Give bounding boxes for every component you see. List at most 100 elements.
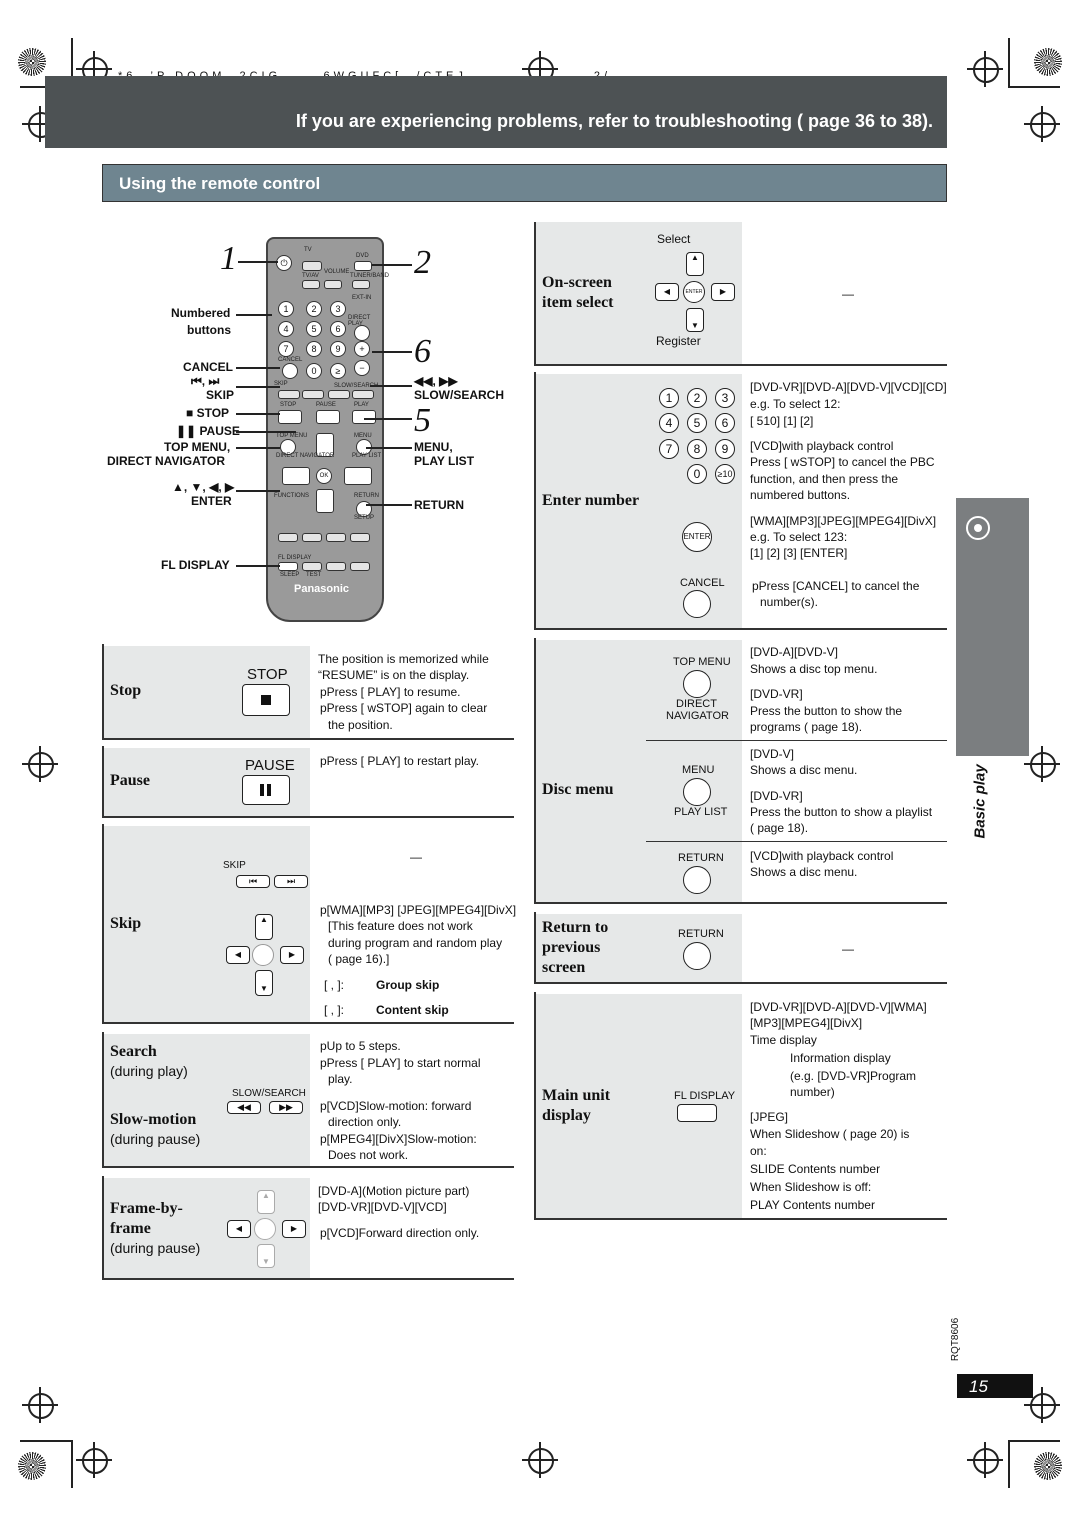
disc-b-3: Press the button to show a playlist [750,805,933,819]
frame-down-arrow: ▼ [257,1244,275,1268]
frame-right-arrow: ▶ [282,1220,306,1238]
enter-text-6: numbered buttons. [750,488,851,502]
digit-5-button: 5 [687,413,707,433]
label-cancel: CANCEL [183,360,233,374]
crop-mark [1008,38,1010,86]
main-text-7: When Slideshow ( page 20) is [750,1127,910,1141]
search-text-3: p[VCD]Slow-motion: forward [320,1099,472,1113]
frame-text-2: p[VCD]Forward direction only. [320,1226,480,1240]
registration-mark [1024,746,1060,782]
onscreen-label-a: On-screen [542,274,612,291]
label-direct-navigator: DIRECT NAVIGATOR [107,454,226,468]
section-title: Using the remote control [119,174,321,193]
cancel-button [683,590,711,618]
crop-mark [1008,86,1060,88]
callout-5: 5 [414,402,431,439]
main-text-11: PLAY Contents number [750,1198,875,1212]
skip-group: Group skip [376,978,440,992]
frame-up-arrow: ▲ [257,1190,275,1214]
label-stop: ■ STOP [186,406,230,420]
return-dash: — [842,942,854,956]
slow-rev-button: ◀◀ [227,1101,261,1114]
pause-label: Pause [110,772,150,789]
main-text-3: Information display [790,1051,891,1065]
enter-text-5: function, and then press the [750,472,899,486]
skip-content: Content skip [376,1003,449,1017]
crop-mark [71,1440,73,1488]
digit-9-button: 9 [715,439,735,459]
frame-label-a: Frame-by- [110,1200,183,1217]
menu-caption: MENU [682,764,715,776]
main-text-6: [JPEG] [750,1110,789,1124]
main-text-0: [DVD-VR][DVD-A][DVD-V][WMA] [750,1000,927,1014]
crop-mark [71,38,73,86]
disc-b-4: ( page 18). [750,821,809,835]
callout-6: 6 [414,333,431,370]
enter-text-4: Press [ wSTOP] to cancel the PBC [750,455,935,469]
main-display-label-b: display [542,1107,591,1124]
main-display-label-a: Main unit [542,1087,611,1104]
callout-2: 2 [414,244,431,281]
remote-brand: Panasonic [294,583,350,595]
digit-2-button: 2 [687,388,707,408]
digit-10-button: ≥10 [715,464,735,484]
digit-6-button: 6 [715,413,735,433]
label-play-list: PLAY LIST [414,454,475,468]
main-text-10: When Slideshow is off: [750,1180,872,1194]
pause-button-caption: PAUSE [245,757,295,774]
top-menu-caption: TOP MENU [673,656,731,668]
label-buttons: buttons [187,323,231,337]
disc-menu-label: Disc menu [542,781,614,798]
digit-7-button: 7 [659,439,679,459]
frame-text-0: [DVD-A](Motion picture part) [318,1184,470,1198]
onscreen-label-b: item select [542,294,614,311]
crop-mark [20,1440,72,1442]
search-sub: (during play) [110,1063,188,1079]
search-panel [104,1034,310,1166]
cancel-caption: CANCEL [680,577,725,589]
stop-text-2: pPress [ PLAY] to resume. [320,685,461,699]
frame-left-arrow: ◀ [227,1220,251,1238]
slow-search-caption: SLOW/SEARCH [232,1088,306,1099]
skip-label: Skip [110,915,142,932]
enter-text-8: e.g. To select 123: [750,530,848,544]
enter-text-0: [DVD-VR][DVD-A][DVD-V][VCD][CD] [750,380,947,394]
main-text-4: (e.g. [DVD-VR]Program [790,1069,917,1083]
label-return: RETURN [414,498,464,512]
playlist-caption: PLAY LIST [674,806,728,818]
registration-starburst [1034,1452,1062,1480]
enter-number-panel [536,374,742,628]
skip-right-arrow: ▶ [280,946,304,964]
label-pause: ❚❚ PAUSE [176,424,240,438]
stop-button-caption: STOP [247,666,288,683]
return-label-c: screen [542,959,586,976]
registration-starburst [18,48,46,76]
fl-display-caption: FL DISPLAY [674,1090,736,1102]
enter-text-2: [ 510] [1] [2] [750,414,814,428]
return-button [683,942,711,970]
disc-c-1: Shows a disc menu. [750,865,858,879]
registration-mark [1024,106,1060,142]
skip-down-arrow: ▼ [255,970,273,996]
label-numbered: Numbered [171,306,231,320]
onscreen-register: Register [656,334,701,348]
page-number-box: 15 [957,1374,1033,1398]
frame-enter [254,1218,276,1240]
search-text-5: p[MPEG4][DivX]Slow-motion: [320,1132,477,1146]
onscreen-dash: — [842,287,854,301]
skip-group-prefix: [ , ]: [324,978,345,992]
side-tab-label: Basic play [971,764,989,839]
disc-a-0: [DVD-A][DVD-V] [750,645,839,659]
pause-text: pPress [ PLAY] to restart play. [320,754,479,768]
return-caption: RETURN [678,852,724,864]
stop-text-3: pPress [ wSTOP] again to clear [320,701,488,715]
label-top-menu: TOP MENU, [164,440,231,454]
skip-text-2: during program and random play [328,936,503,950]
main-text-2: Time display [750,1033,817,1047]
skip-panel [104,826,310,1022]
skip-content-prefix: [ , ]: [324,1003,345,1017]
disc-b-2: [DVD-VR] [750,789,803,803]
label-skip-icons: ⏮, ⏭ [191,374,220,388]
skip-text-3: ( page 16).] [328,952,390,966]
search-label: Search [110,1043,157,1060]
